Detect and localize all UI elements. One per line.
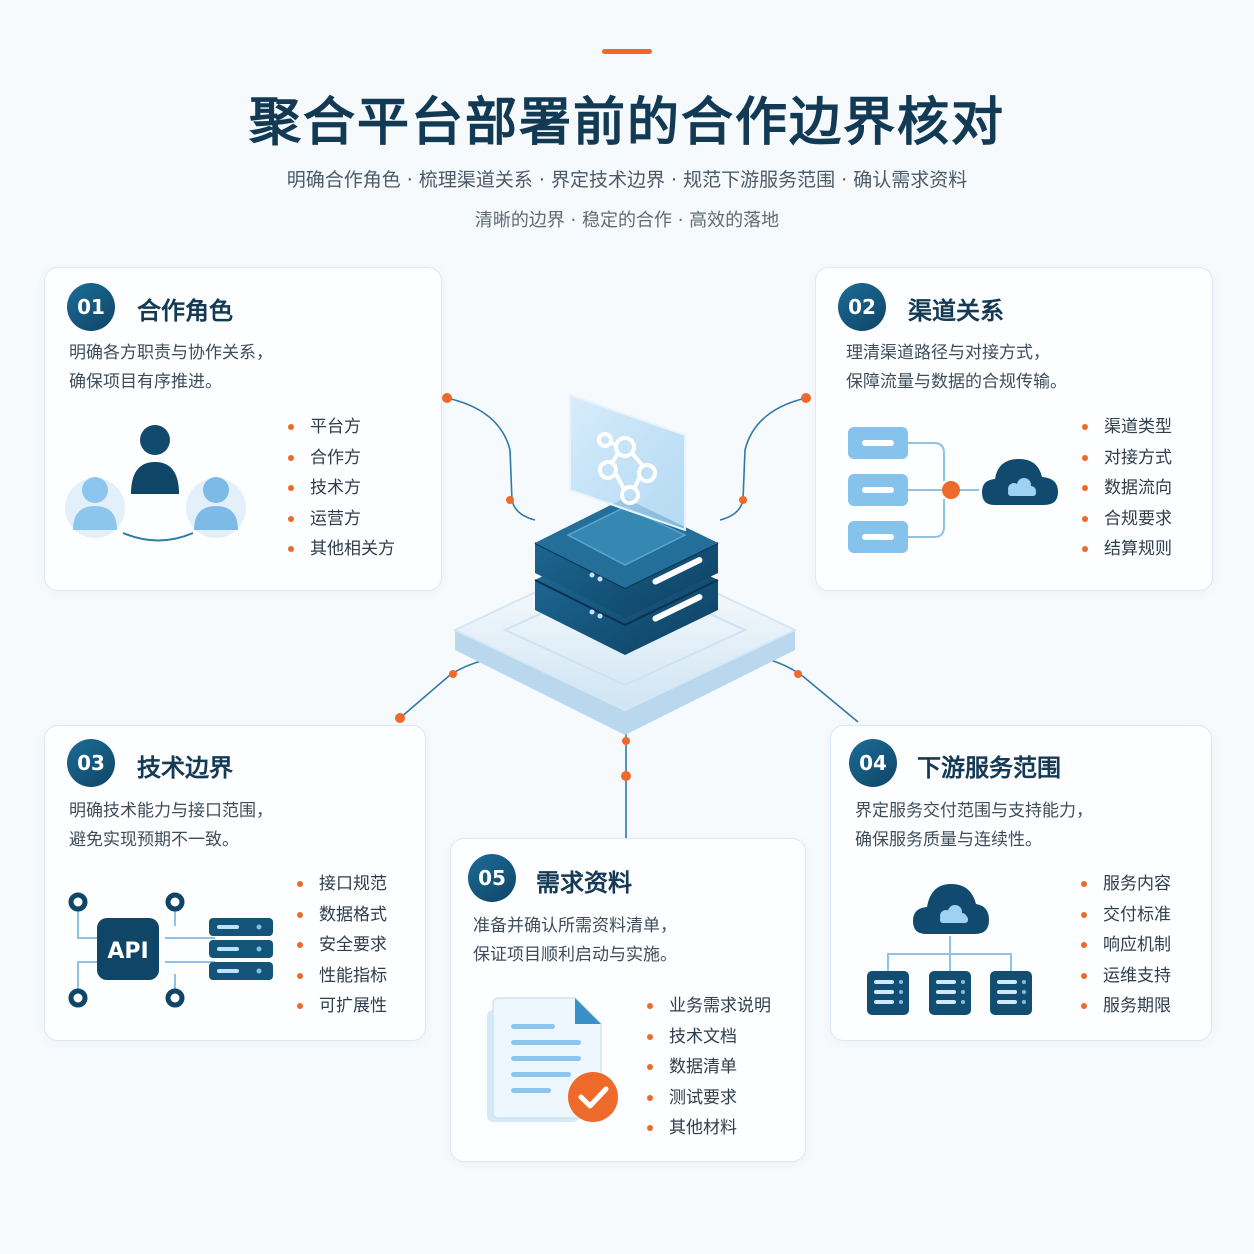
card-title: 合作角色 <box>137 297 233 325</box>
list-item: 技术方 <box>288 473 395 504</box>
list-item: 数据流向 <box>1082 473 1172 504</box>
card-desc: 明确各方职责与协作关系， 确保项目有序推进。 <box>69 343 273 392</box>
list-item: 合规要求 <box>1082 504 1172 535</box>
card-items: 服务内容 交付标准 响应机制 运维支持 服务期限 <box>1081 869 1171 1022</box>
server-hub-icon <box>452 393 798 735</box>
card-items: 接口规范 数据格式 安全要求 性能指标 可扩展性 <box>297 869 387 1022</box>
card-desc: 准备并确认所需资料清单， 保证项目顺利启动与实施。 <box>473 916 677 965</box>
card-title: 渠道关系 <box>908 297 1004 325</box>
card-channels: 02 渠道关系 理清渠道路径与对接方式， 保障流量与数据的合规传输。 渠道类型 … <box>815 267 1213 591</box>
people-group-icon <box>65 425 246 542</box>
card-number: 01 <box>67 283 115 331</box>
api-label: API <box>107 939 148 964</box>
list-item: 服务内容 <box>1081 869 1171 900</box>
list-item: 数据格式 <box>297 900 387 931</box>
card-title: 技术边界 <box>137 754 233 782</box>
list-item: 服务期限 <box>1081 991 1171 1022</box>
card-requirements: 05 需求资料 准备并确认所需资料清单， 保证项目顺利启动与实施。 业务需求说明… <box>450 838 806 1162</box>
cloud-servers-icon <box>867 884 1032 1015</box>
card-number: 04 <box>849 739 897 787</box>
page-subtitle: 明确合作角色 · 梳理渠道关系 · 界定技术边界 · 规范下游服务范围 · 确认… <box>286 169 968 191</box>
card-desc: 理清渠道路径与对接方式， 保障流量与数据的合规传输。 <box>846 343 1067 392</box>
list-item: 合作方 <box>288 443 395 474</box>
list-item: 数据清单 <box>647 1052 771 1083</box>
list-item: 交付标准 <box>1081 900 1171 931</box>
card-items: 渠道类型 对接方式 数据流向 合规要求 结算规则 <box>1082 412 1172 565</box>
card-tech-boundary: 03 技术边界 明确技术能力与接口范围， 避免实现预期不一致。 接口规范 数据格… <box>44 725 426 1041</box>
card-number: 05 <box>468 854 516 902</box>
list-item: 性能指标 <box>297 961 387 992</box>
accent-bar <box>602 49 652 54</box>
page-title: 聚合平台部署前的合作边界核对 <box>248 93 1005 153</box>
channel-cloud-icon <box>848 427 1058 553</box>
list-item: 技术文档 <box>647 1022 771 1053</box>
card-items: 平台方 合作方 技术方 运营方 其他相关方 <box>288 412 395 565</box>
list-item: 其他材料 <box>647 1113 771 1144</box>
card-items: 业务需求说明 技术文档 数据清单 测试要求 其他材料 <box>647 991 771 1144</box>
list-item: 对接方式 <box>1082 443 1172 474</box>
document-check-icon <box>487 997 618 1122</box>
list-item: 响应机制 <box>1081 930 1171 961</box>
card-desc: 界定服务交付范围与支持能力， 确保服务质量与连续性。 <box>855 801 1093 850</box>
card-downstream-scope: 04 下游服务范围 界定服务交付范围与支持能力， 确保服务质量与连续性。 服务内… <box>830 725 1212 1041</box>
card-roles: 01 合作角色 明确各方职责与协作关系， 确保项目有序推进。 平台方 合作方 技… <box>44 267 442 591</box>
list-item: 安全要求 <box>297 930 387 961</box>
card-title: 需求资料 <box>536 869 632 897</box>
card-desc: 明确技术能力与接口范围， 避免实现预期不一致。 <box>69 801 273 850</box>
api-server-icon: API <box>68 892 273 1008</box>
list-item: 运维支持 <box>1081 961 1171 992</box>
list-item: 结算规则 <box>1082 534 1172 565</box>
page-tagline: 清晰的边界 · 稳定的合作 · 高效的落地 <box>474 210 780 231</box>
list-item: 其他相关方 <box>288 534 395 565</box>
list-item: 可扩展性 <box>297 991 387 1022</box>
list-item: 平台方 <box>288 412 395 443</box>
list-item: 渠道类型 <box>1082 412 1172 443</box>
card-title: 下游服务范围 <box>917 754 1061 782</box>
list-item: 业务需求说明 <box>647 991 771 1022</box>
list-item: 接口规范 <box>297 869 387 900</box>
list-item: 运营方 <box>288 504 395 535</box>
list-item: 测试要求 <box>647 1083 771 1114</box>
card-number: 03 <box>67 739 115 787</box>
card-number: 02 <box>838 283 886 331</box>
